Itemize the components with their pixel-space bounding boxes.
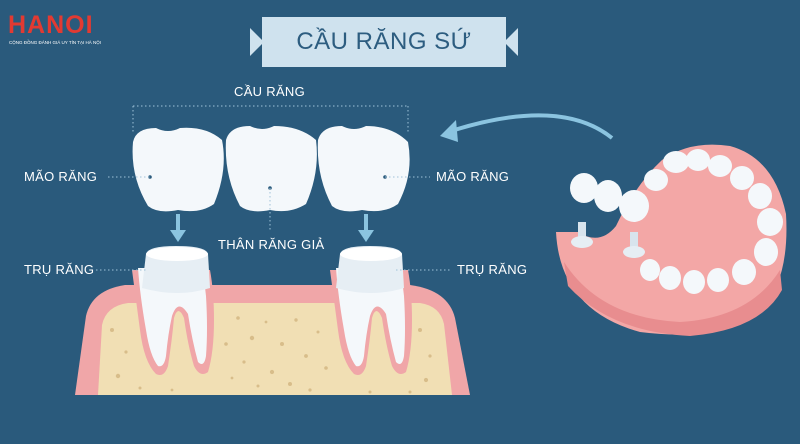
bridge-crowns (132, 126, 410, 212)
label-pontic: THÂN RĂNG GIẢ (218, 237, 325, 252)
curved-arrow-head (440, 120, 458, 142)
right-abutment-root (336, 268, 405, 367)
placement-arrows (170, 214, 374, 242)
label-crown-right: MÃO RĂNG (436, 169, 510, 184)
pontic-crown (225, 126, 317, 212)
left-crown (132, 127, 224, 212)
label-crown-left: MÃO RĂNG (24, 169, 98, 184)
title-banner (262, 17, 506, 67)
right-stump-top (340, 247, 402, 261)
model-abutment-right (630, 232, 638, 250)
page-title: CẦU RĂNG SỨ (296, 28, 472, 55)
banner-right-notch (504, 28, 518, 56)
gum-base-shadow (564, 262, 782, 336)
label-abutment-right: TRỤ RĂNG (457, 262, 528, 277)
leader-lines (96, 176, 452, 271)
label-bridge: CẦU RĂNG (234, 84, 306, 99)
left-stump-top (146, 247, 208, 261)
jaw-cross-section (75, 246, 470, 395)
left-abutment-root (138, 268, 207, 367)
logo-wordmark: HANOI (8, 11, 94, 39)
logo-tagline: CỘNG ĐỒNG ĐÁNH GIÁ UY TÍN TẠI HÀ NỘI (9, 40, 102, 45)
curved-arrow (447, 113, 614, 140)
right-crown (317, 126, 410, 212)
logo: HANOI CỘNG ĐỒNG ĐÁNH GIÁ UY TÍN TẠI HÀ N… (8, 12, 138, 48)
gum-base (556, 144, 787, 335)
jaw-model (556, 144, 787, 336)
label-abutment-left: TRỤ RĂNG (24, 262, 95, 277)
lower-teeth (640, 149, 783, 294)
banner-left-notch (250, 28, 264, 56)
model-bridge (570, 173, 649, 222)
model-abutment-left (578, 222, 586, 240)
bridge-bracket (132, 105, 409, 132)
